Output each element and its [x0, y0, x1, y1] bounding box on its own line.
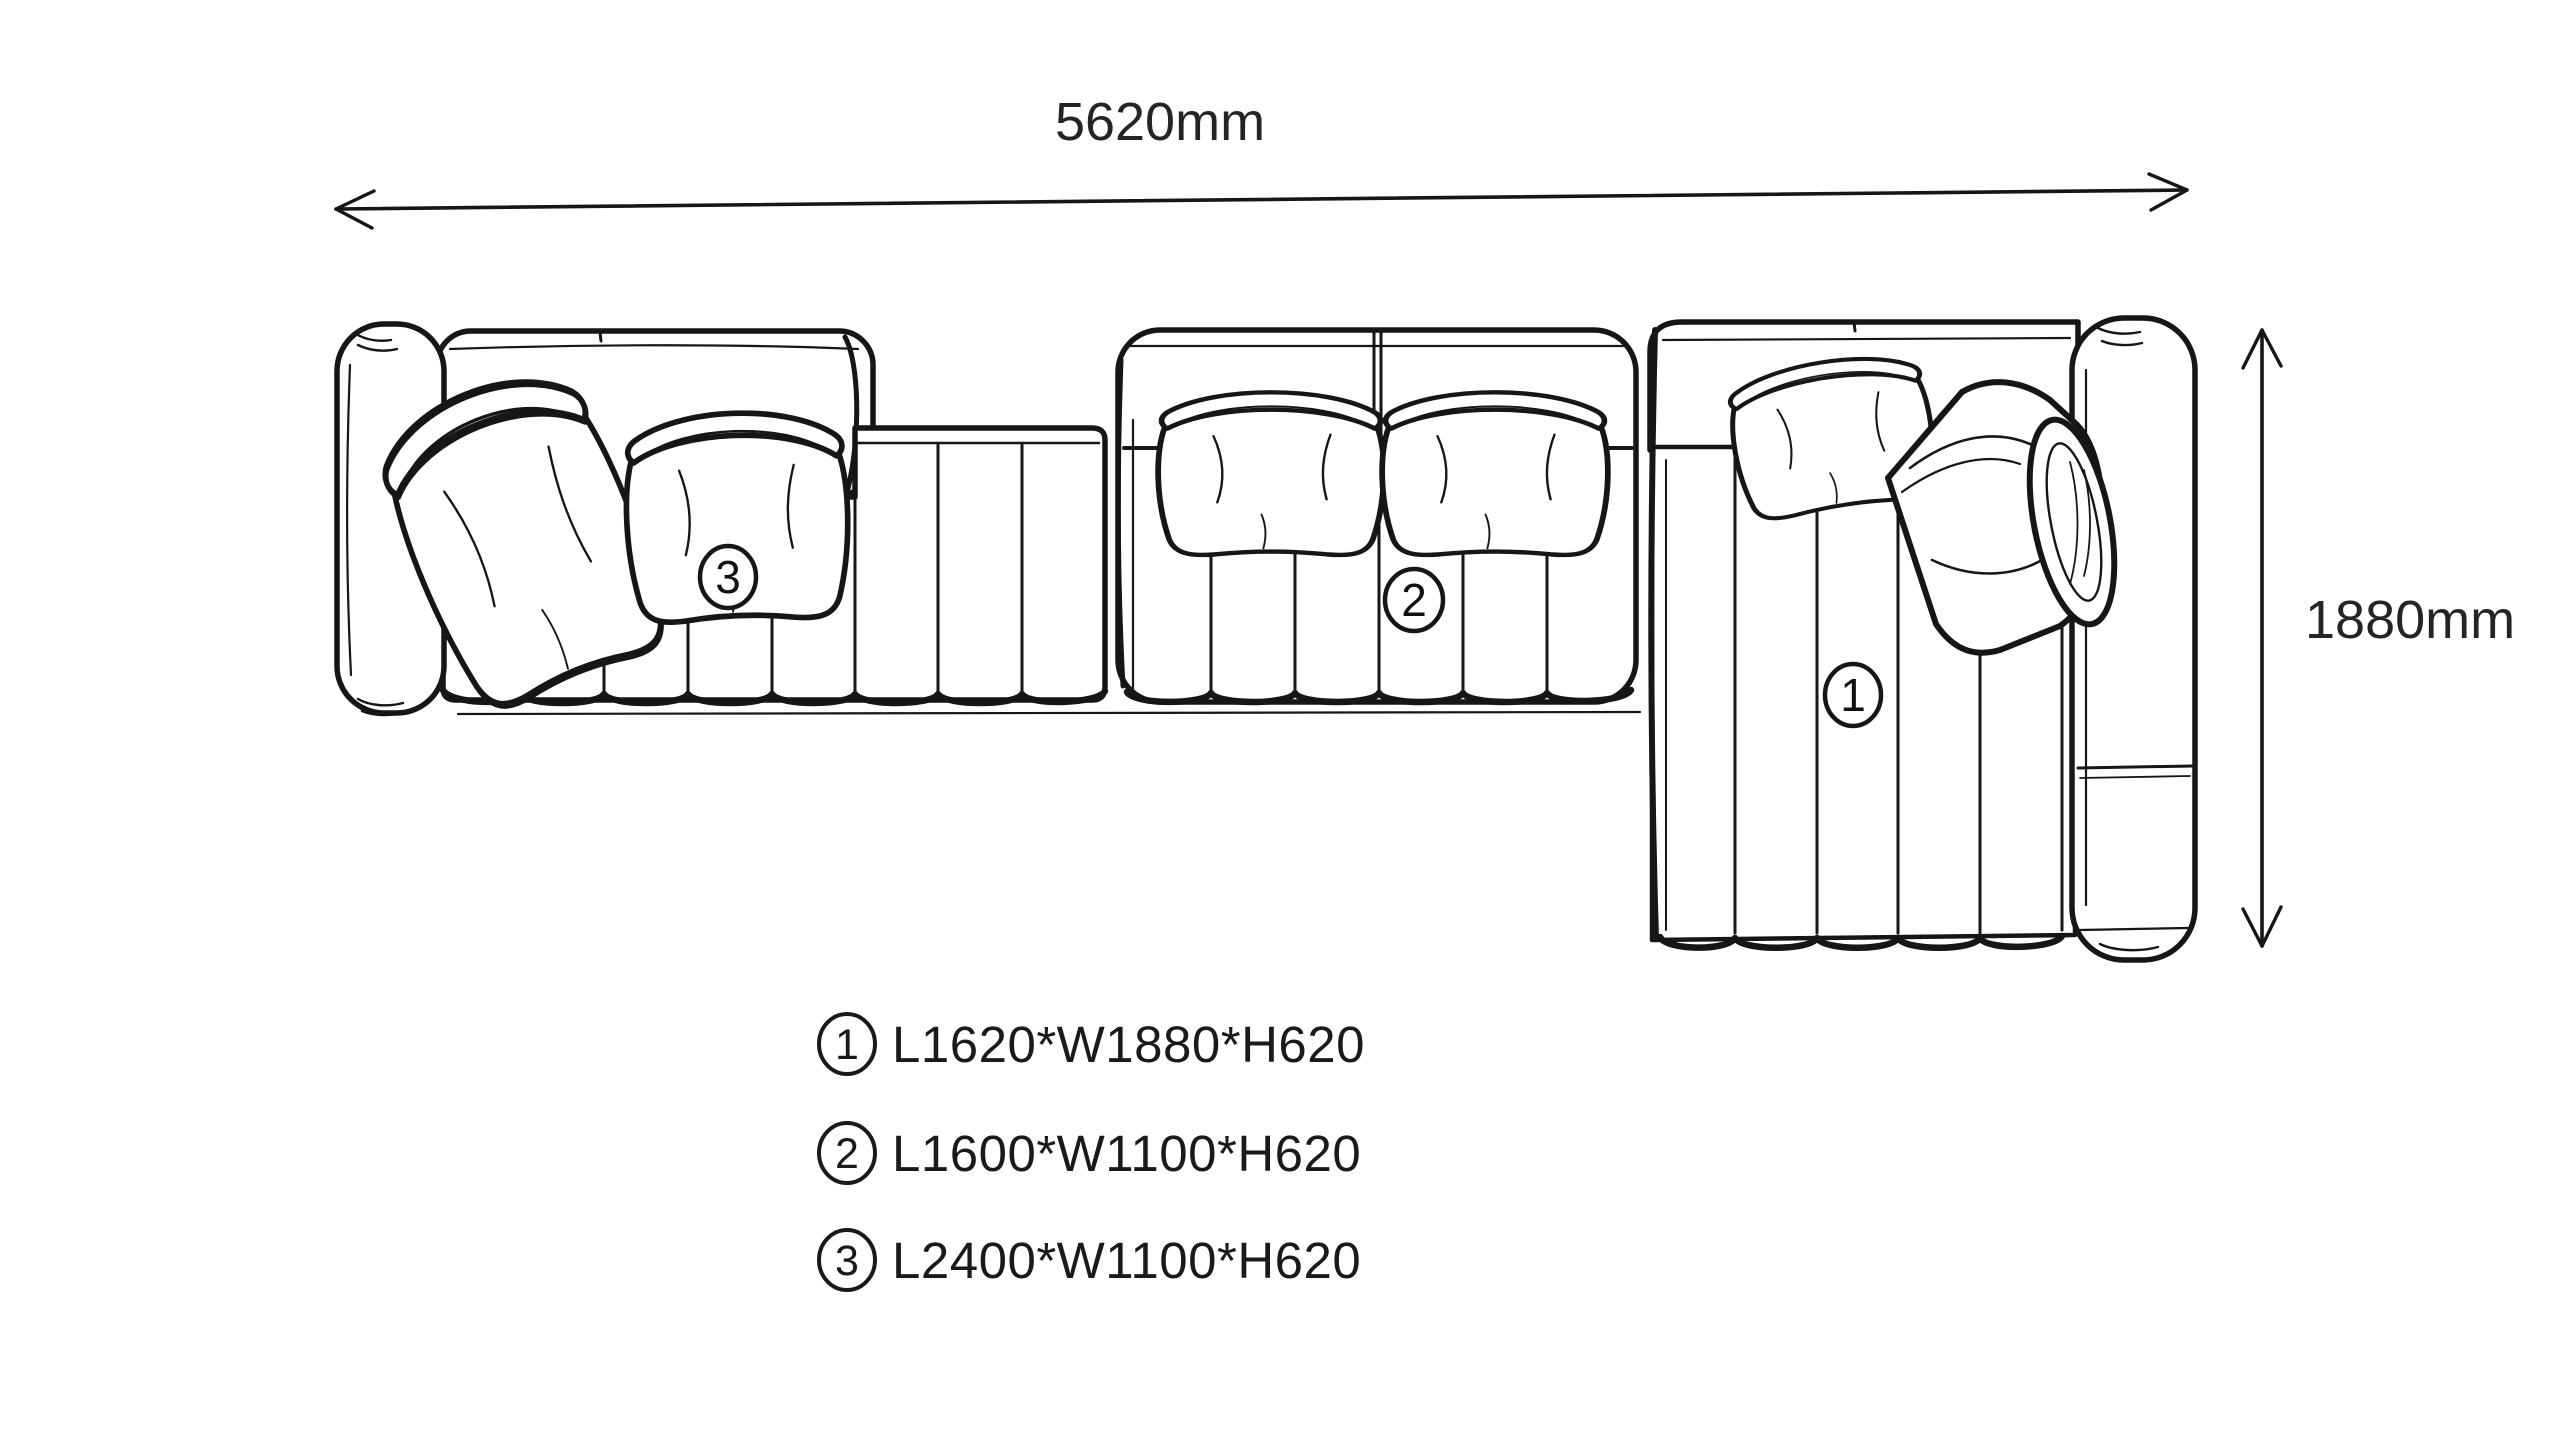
sofa-section-3 [334, 321, 1642, 718]
legend-item-number: 3 [835, 1237, 859, 1285]
arrow-up-icon [2241, 328, 2283, 370]
section-marker-1: 1 [1822, 661, 1884, 729]
marker-circle [1382, 566, 1446, 634]
section1-backrest-seam [1852, 320, 1857, 333]
arrow-down-icon [2241, 905, 2283, 948]
arrow-right-icon [2147, 172, 2189, 212]
legend-circle [817, 1121, 877, 1185]
section1-backrest-inner-line [1661, 336, 2072, 342]
sofa-section-2 [1115, 327, 1639, 706]
section3-backrest-cap-line [842, 334, 860, 492]
legend-item-dimensions: L1620*W1880*H620 [892, 1016, 1365, 1073]
depth-dimension-label: 1880mm [2305, 590, 2515, 650]
section1-left-edge-line [1648, 327, 1659, 941]
pillow [1382, 392, 1608, 555]
section2-front-edge [1123, 686, 1635, 706]
marker-label: 1 [1840, 669, 1866, 721]
pillow [1158, 392, 1384, 555]
width-dimension [334, 172, 2189, 230]
legend-circle [817, 1012, 877, 1076]
legend-item-number: 2 [835, 1130, 859, 1178]
legend-item-dimensions: L1600*W1100*H620 [892, 1125, 1361, 1182]
baseline-shadow-line [456, 710, 1642, 716]
section-marker-3: 3 [697, 543, 759, 611]
width-dimension-label: 5620mm [1055, 92, 1265, 152]
section3-backrest-inner-line [448, 344, 860, 351]
section3-armrest-bottom-hatch [356, 697, 405, 717]
bolster-end-cap [2026, 416, 2118, 628]
section1-armrest [2069, 315, 2198, 963]
section-marker-2: 2 [1382, 566, 1446, 634]
arrow-left-icon [334, 189, 376, 230]
sofa-section-1 [1647, 315, 2198, 963]
section3-armrest-inner-line [346, 363, 353, 677]
section1-armrest-bottom-hatch [2098, 942, 2160, 962]
marker-circle [697, 543, 759, 611]
legend-item-dimensions: L2400*W1100*H620 [892, 1232, 1361, 1289]
section3-front-edge [439, 686, 1109, 707]
legend-item: 2 L1600*W1100*H620 [817, 1121, 1361, 1185]
bolster-pillow [1885, 379, 2118, 656]
section3-backrest-seam [598, 330, 603, 343]
section1-armrest-bottom-inner [2078, 926, 2190, 932]
width-dimension-line [334, 188, 2189, 211]
marker-circle [1822, 661, 1884, 729]
section3-armrest-top-hatch [354, 332, 399, 352]
depth-dimension [2241, 328, 2283, 948]
marker-label: 2 [1401, 574, 1427, 626]
section1-armrest-divider-line2 [2079, 775, 2191, 779]
marker-label: 3 [715, 551, 741, 603]
legend-item: 1 L1620*W1880*H620 [817, 1012, 1365, 1076]
section1-armrest-top-hatch [2096, 326, 2144, 347]
section2-left-edge-line [1115, 357, 1126, 689]
legend-item: 3 L2400*W1100*H620 [817, 1228, 1361, 1292]
section1-front-edge [1656, 932, 2066, 951]
legend: 1 L1620*W1880*H620 2 L1600*W1100*H620 3 … [817, 1012, 1365, 1292]
section1-armrest-divider-line [2076, 764, 2194, 770]
legend-item-number: 1 [835, 1021, 859, 1069]
legend-circle [817, 1228, 877, 1292]
